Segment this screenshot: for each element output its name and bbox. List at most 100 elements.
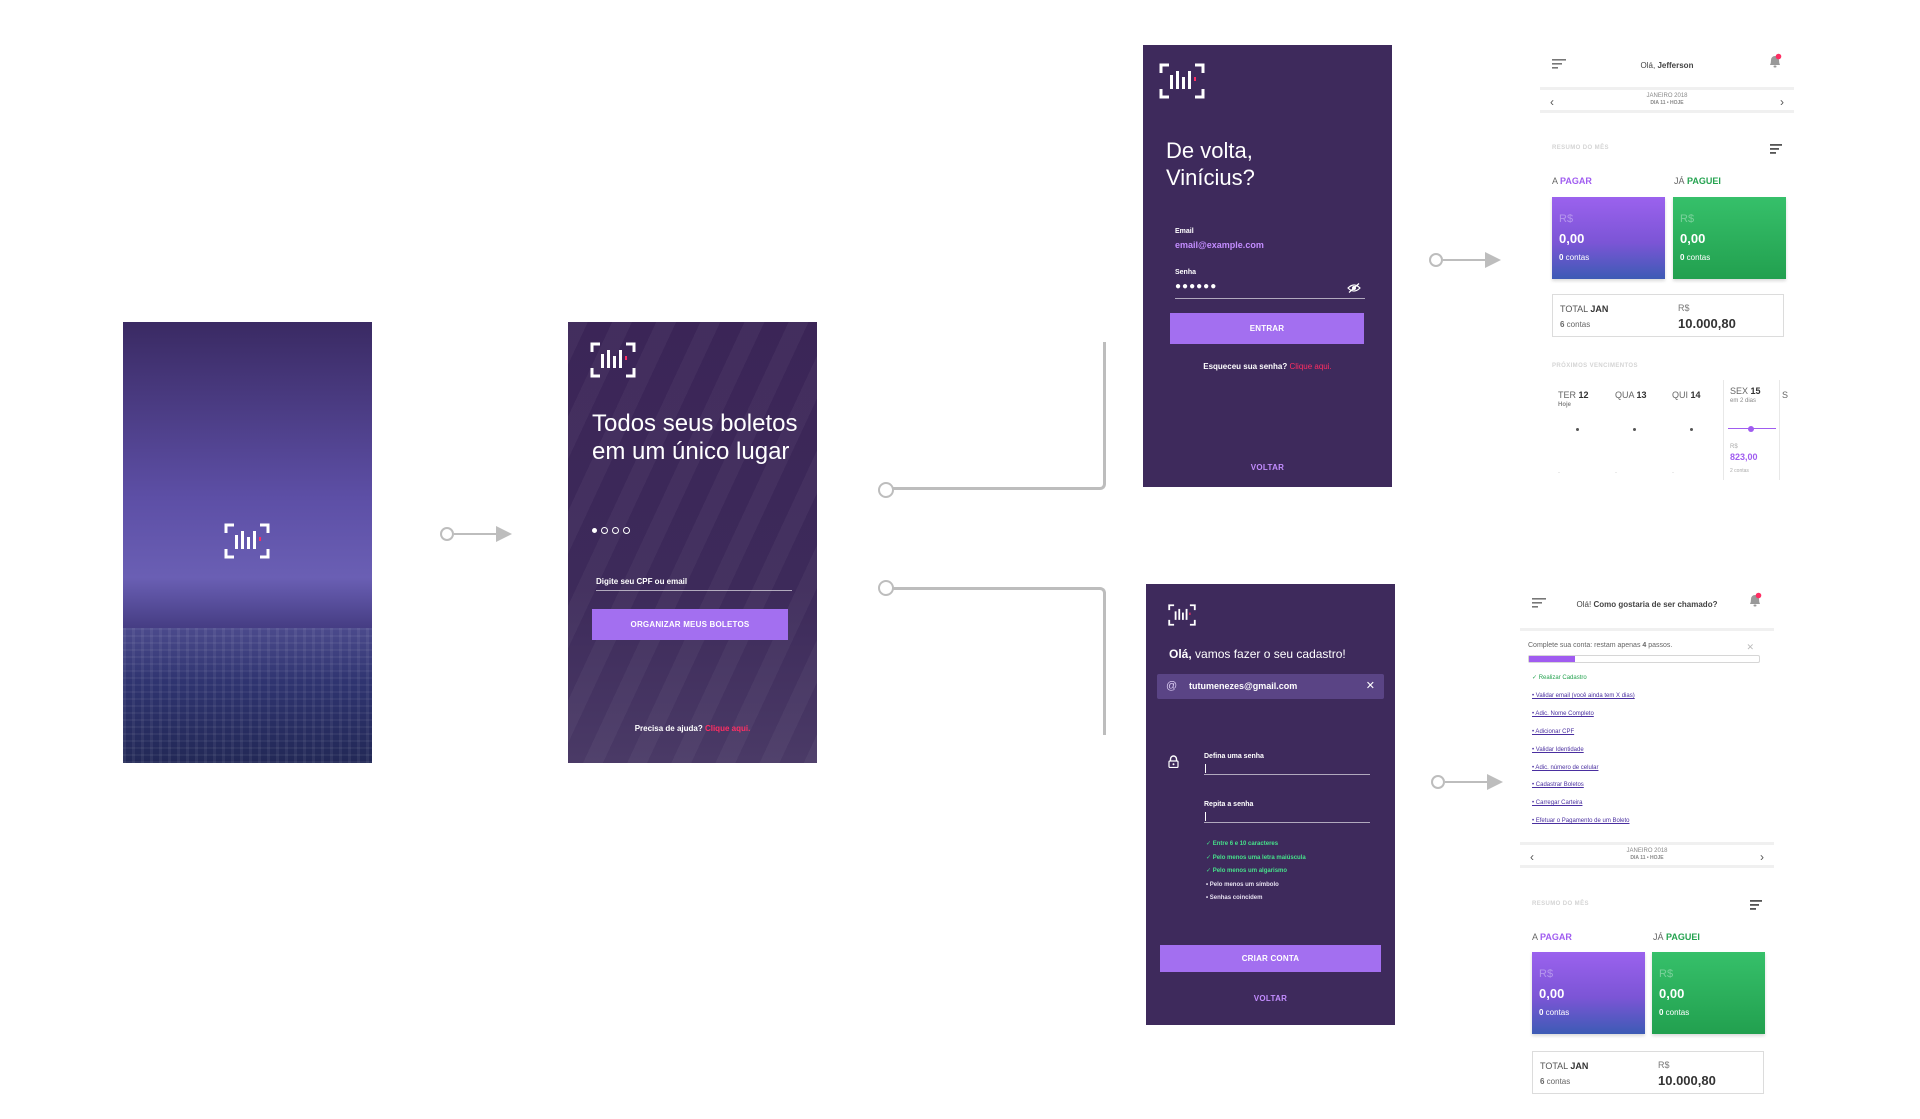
at-icon: @ bbox=[1166, 680, 1178, 692]
to-pay-card[interactable]: R$ 0,00 0 contas bbox=[1552, 197, 1665, 279]
cpf-email-input[interactable]: Digite seu CPF ou email bbox=[596, 577, 792, 591]
chevron-right-icon[interactable]: › bbox=[1760, 850, 1764, 864]
step-item: ✓ Realizar Cadastro bbox=[1532, 675, 1587, 681]
month-total-value: 10.000,80 bbox=[1678, 316, 1736, 331]
step-link[interactable]: • Cadastrar Boletos bbox=[1532, 782, 1584, 789]
menu-icon[interactable] bbox=[1552, 59, 1566, 69]
email-label: Email bbox=[1175, 228, 1194, 235]
password-underline bbox=[1175, 298, 1365, 299]
day-column[interactable]: TER 12 Hoje - bbox=[1558, 390, 1589, 476]
password-rule: • Senhas coincidem bbox=[1206, 895, 1263, 901]
flow-arrow bbox=[1431, 772, 1503, 792]
step-link[interactable]: • Validar email (você ainda tem X dias) bbox=[1532, 692, 1635, 699]
sort-icon[interactable] bbox=[1750, 900, 1762, 910]
sort-icon[interactable] bbox=[1770, 144, 1782, 154]
onboarding-screen: Todos seus boletos em um único lugar Dig… bbox=[568, 322, 817, 763]
step-link[interactable]: • Adic. Nome Completo bbox=[1532, 710, 1594, 717]
month-label: JANEIRO 2018 bbox=[1646, 93, 1688, 99]
month-summary-title: RESUMO DO MÊS bbox=[1532, 901, 1589, 907]
step-link[interactable]: • Adicionar CPF bbox=[1532, 728, 1575, 735]
step-link[interactable]: • Carregar Carteira bbox=[1532, 800, 1583, 807]
paid-card[interactable]: R$ 0,00 0 contas bbox=[1673, 197, 1786, 279]
steps-list: ✓ Realizar Cadastro • Validar email (voc… bbox=[1532, 670, 1635, 831]
chevron-right-icon[interactable]: › bbox=[1780, 95, 1784, 109]
welcome-back-title: De volta, Vinícius? bbox=[1166, 138, 1255, 190]
help-link[interactable]: Clique aqui. bbox=[704, 724, 751, 733]
password-field[interactable]: ●●●●●● bbox=[1175, 281, 1218, 292]
signup-greeting: Olá, vamos fazer o seu cadastro! bbox=[1169, 647, 1346, 661]
new-password-field[interactable]: Defina uma senha bbox=[1204, 753, 1370, 775]
back-link[interactable]: VOLTAR bbox=[1250, 463, 1285, 472]
back-link[interactable]: VOLTAR bbox=[1253, 994, 1288, 1003]
upcoming-due-title: PRÓXIMOS VENCIMENTOS bbox=[1552, 363, 1638, 369]
month-total-value: 10.000,80 bbox=[1658, 1073, 1716, 1088]
clear-email-icon[interactable]: ✕ bbox=[1365, 680, 1375, 692]
menu-icon[interactable] bbox=[1532, 598, 1546, 608]
pagination-dot-active[interactable] bbox=[592, 528, 597, 533]
email-field[interactable]: email@example.com bbox=[1175, 240, 1264, 250]
date-navigator: ‹ JANEIRO 2018 DIA 11 • HOJE › bbox=[1540, 87, 1794, 113]
carousel-pagination[interactable] bbox=[592, 527, 630, 534]
password-rules-list: ✓ Entre 6 e 10 caracteres ✓ Pelo menos u… bbox=[1206, 838, 1306, 906]
day-column-selected[interactable]: SEX 15 em 2 dias R$ 823,00 2 contas bbox=[1723, 380, 1780, 480]
to-pay-card[interactable]: R$ 0,00 0 contas bbox=[1532, 952, 1645, 1034]
dashboard-screen: Olá, Jefferson ‹ JANEIRO 2018 DIA 11 • H… bbox=[1540, 45, 1794, 495]
repeat-password-field[interactable]: Repita a senha bbox=[1204, 801, 1370, 823]
login-screen: De volta, Vinícius? Email email@example.… bbox=[1143, 45, 1392, 487]
app-logo-icon bbox=[590, 342, 636, 378]
month-summary-title: RESUMO DO MÊS bbox=[1552, 145, 1609, 151]
login-button[interactable]: ENTRAR bbox=[1170, 313, 1364, 344]
pagination-dot[interactable] bbox=[623, 527, 630, 534]
day-column[interactable]: QUA 13 - bbox=[1615, 390, 1647, 476]
signup-email-value: tutumenezes@gmail.com bbox=[1189, 681, 1298, 691]
day-column[interactable]: QUI 14 - bbox=[1672, 390, 1701, 476]
hide-password-icon[interactable] bbox=[1347, 283, 1361, 293]
organize-bills-button[interactable]: ORGANIZAR MEUS BOLETOS bbox=[592, 609, 788, 640]
text-caret bbox=[1205, 812, 1206, 821]
onboarding-dashboard-screen: Olá! Como gostaria de ser chamado? Compl… bbox=[1520, 584, 1774, 1104]
step-link[interactable]: • Validar Identidade bbox=[1532, 746, 1584, 753]
paid-header: JÁ PAGUEI bbox=[1674, 176, 1721, 186]
password-label: Senha bbox=[1175, 269, 1197, 276]
notification-bell-icon[interactable] bbox=[1768, 53, 1782, 69]
app-logo-icon bbox=[1159, 63, 1205, 99]
due-amount: 823,00 bbox=[1730, 452, 1758, 462]
paid-amount: 0,00 bbox=[1659, 986, 1685, 1001]
chevron-left-icon[interactable]: ‹ bbox=[1530, 850, 1534, 864]
password-rule: ✓ Entre 6 e 10 caracteres bbox=[1206, 841, 1279, 847]
flow-dot bbox=[878, 479, 898, 499]
flow-dot bbox=[878, 577, 898, 597]
app-logo-icon bbox=[1168, 604, 1196, 626]
day-column-partial[interactable]: S bbox=[1782, 390, 1789, 400]
flow-connector-bottom bbox=[884, 587, 1106, 735]
forgot-password-link[interactable]: Clique aqui. bbox=[1289, 362, 1332, 371]
nickname-prompt[interactable]: Como gostaria de ser chamado? bbox=[1593, 600, 1718, 609]
app-logo-icon bbox=[224, 523, 270, 559]
step-link[interactable]: • Adic. número de celular bbox=[1532, 764, 1599, 771]
month-label: JANEIRO 2018 bbox=[1626, 848, 1668, 854]
step-link[interactable]: • Efetuar o Pagamento de um Boleto bbox=[1532, 818, 1630, 825]
top-bar: Olá! Como gostaria de ser chamado? bbox=[1520, 584, 1774, 614]
day-label: DIA 11 • HOJE bbox=[1650, 100, 1684, 106]
month-total-box[interactable]: TOTAL JAN 6 contas R$ 10.000,80 bbox=[1532, 1051, 1764, 1094]
create-account-button[interactable]: CRIAR CONTA bbox=[1160, 945, 1381, 972]
close-steps-icon[interactable]: ✕ bbox=[1746, 642, 1754, 652]
paid-header: JÁ PAGUEI bbox=[1653, 932, 1700, 942]
city-photo bbox=[123, 628, 372, 763]
signup-email-field[interactable]: @ tutumenezes@gmail.com ✕ bbox=[1157, 674, 1384, 699]
password-rule: • Pelo menos um símbolo bbox=[1206, 881, 1279, 888]
notification-bell-icon[interactable] bbox=[1748, 592, 1762, 608]
chevron-left-icon[interactable]: ‹ bbox=[1550, 95, 1554, 109]
paid-card[interactable]: R$ 0,00 0 contas bbox=[1652, 952, 1765, 1034]
account-steps: Complete sua conta: restam apenas 4 pass… bbox=[1528, 642, 1764, 824]
to-pay-header: A PAGAR bbox=[1532, 932, 1572, 942]
pagination-dot[interactable] bbox=[601, 527, 608, 534]
account-progress-bar bbox=[1528, 655, 1760, 663]
text-caret bbox=[1205, 764, 1206, 773]
to-pay-amount: 0,00 bbox=[1539, 986, 1565, 1001]
password-rule: ✓ Pelo menos uma letra maiúscula bbox=[1206, 854, 1306, 861]
pagination-dot[interactable] bbox=[612, 527, 619, 534]
password-rule: ✓ Pelo menos um algarismo bbox=[1206, 868, 1288, 874]
day-label: DIA 11 • HOJE bbox=[1630, 855, 1664, 861]
month-total-box[interactable]: TOTAL JAN 6 contas R$ 10.000,80 bbox=[1552, 294, 1784, 337]
